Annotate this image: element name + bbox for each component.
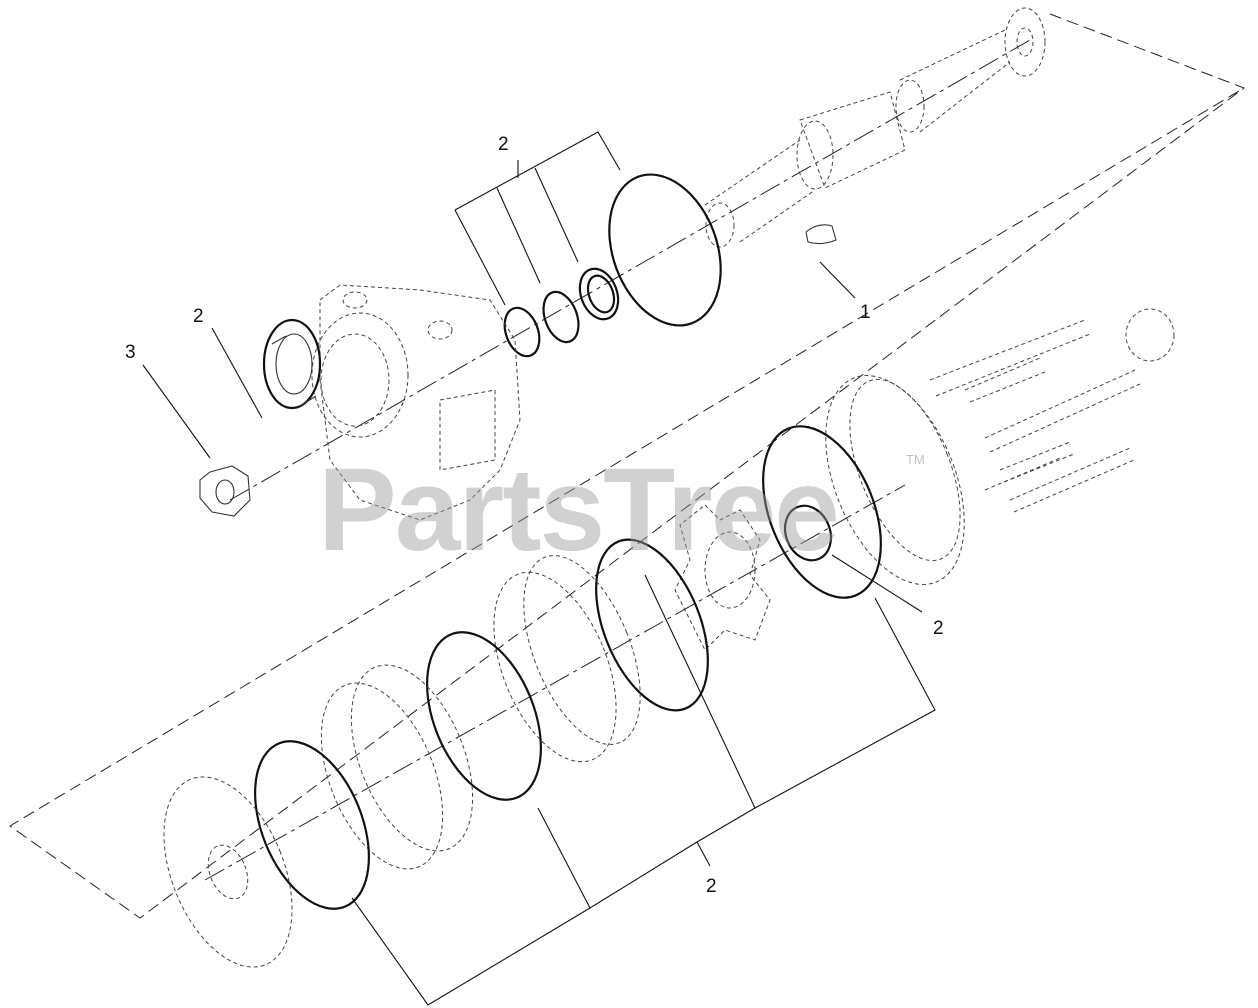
exploded-view-frame xyxy=(9,13,1246,919)
motor-housing xyxy=(311,284,521,521)
small-seal xyxy=(503,306,541,358)
callout-2-bottom: 2 xyxy=(706,876,717,897)
manifold-o-ring xyxy=(254,740,370,910)
backup-ring xyxy=(542,290,580,344)
shaft-seal xyxy=(578,267,620,321)
callout-3: 3 xyxy=(125,342,136,363)
woodruff-key xyxy=(805,224,837,245)
end-cap-seal xyxy=(783,504,833,562)
valve-plate xyxy=(493,571,617,763)
valve-plate-o-ring xyxy=(426,631,542,801)
drive-shaft xyxy=(704,7,1046,248)
large-o-ring xyxy=(608,173,722,327)
castle-nut xyxy=(199,465,251,517)
callout-2-top: 2 xyxy=(498,134,509,155)
wear-plate xyxy=(163,776,293,968)
lower-center-axis xyxy=(204,484,906,881)
gerotor-star xyxy=(674,504,771,651)
gerotor-o-ring xyxy=(595,538,709,712)
leader-lines xyxy=(142,131,936,1006)
dust-seal xyxy=(262,318,322,410)
callout-2-right: 2 xyxy=(933,618,944,639)
callout-2-left: 2 xyxy=(193,306,204,327)
upper-center-axis xyxy=(229,39,1031,501)
callout-1: 1 xyxy=(860,302,871,323)
manifold xyxy=(320,682,444,870)
shaft-seal-inner xyxy=(586,274,616,314)
cap-screws xyxy=(929,319,1141,513)
name-plate xyxy=(1125,308,1175,362)
end-cap xyxy=(825,375,965,585)
castle-nut-bore xyxy=(215,479,235,505)
dust-seal-inner xyxy=(275,333,313,395)
end-cap-o-ring xyxy=(762,425,882,599)
partstree-watermark: PartsTree xyxy=(318,444,838,576)
watermark-tm: TM xyxy=(906,452,925,467)
